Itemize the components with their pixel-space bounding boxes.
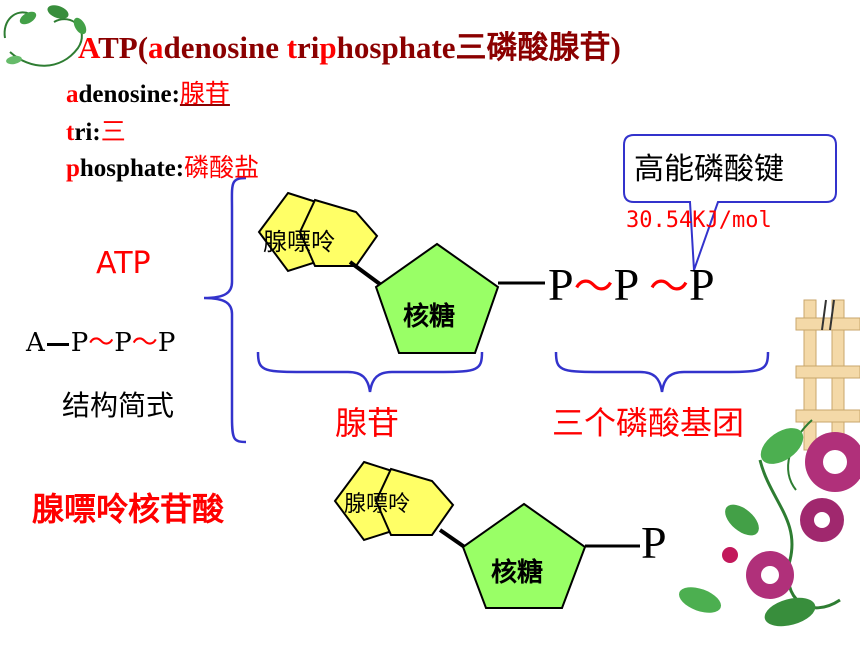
top-sugar-label: 核糖 [403,302,456,332]
top-base-label: 腺嘌呤 [263,228,335,256]
top-sugar-pentagon [374,242,500,354]
top-molecule [256,134,837,393]
energy-value: 30.54KJ/mol [626,208,772,233]
title-p: p [319,30,337,65]
title-hosphate: hosphate [336,30,456,65]
phosphate-3: P [688,259,715,310]
callout-box [623,134,837,271]
title-ri: ri [297,30,320,65]
bottom-base-label: 腺嘌呤 [344,492,411,517]
phosphate-chain: P～P ～P [548,254,715,312]
flower-decoration [678,299,860,627]
brace-phosphates [554,351,770,393]
title-t: t [286,30,298,65]
vine-decoration [3,5,87,67]
bottom-sugar-label: 核糖 [491,558,544,588]
title-a: A [78,30,99,65]
formula-caption: 结构简式 [62,389,175,422]
bottom-base-hexagon-part [374,467,455,536]
title-tp: TP( [98,30,149,65]
glossary-tri: tri:三 [66,117,126,146]
page-title: ATP(adenosine triphosphate三磷酸腺苷) [78,22,621,67]
callout-text: 高能磷酸键 [634,152,784,187]
atp-label: ATP [96,246,151,281]
title-chinese: 三磷酸腺苷) [455,30,621,65]
glossary-adenosine: adenosine:腺苷 [66,79,230,108]
high-energy-bond-2: ～ [648,264,689,309]
glossary-phosphate: phosphate:磷酸盐 [66,153,260,182]
adenosine-group-label: 腺苷 [335,404,400,442]
phosphate-2: P [613,259,638,310]
phosphate-group-label: 三个磷酸基团 [552,404,745,442]
phosphate-1: P [548,259,574,310]
structure-brace [203,176,247,444]
bottom-molecule [333,460,640,609]
brace-adenosine [256,351,484,393]
title-denosine: denosine [163,30,287,65]
amp-label: 腺嘌呤核苷酸 [32,490,225,528]
high-energy-bond-1: ～ [573,264,614,309]
title-a2: a [148,30,164,65]
bottom-phosphate: P [641,517,667,568]
bottom-sugar-pentagon [461,502,587,609]
